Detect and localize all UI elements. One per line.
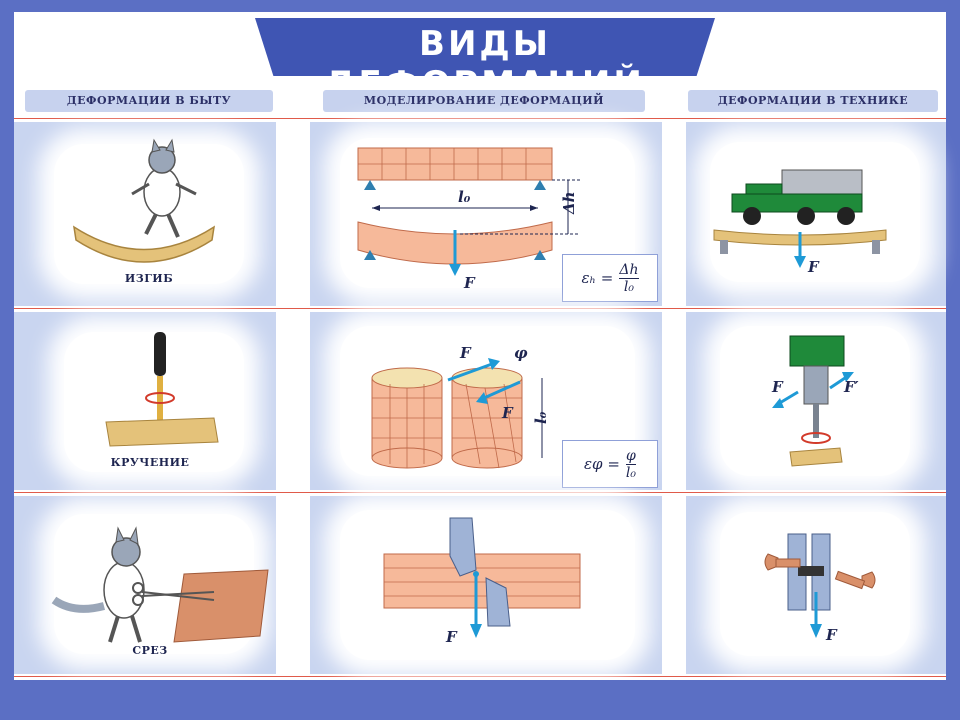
cardboard-sheet-icon <box>173 569 269 643</box>
force-label: F <box>463 274 476 292</box>
workpiece-icon <box>789 447 843 467</box>
rivet-icon <box>798 566 824 576</box>
title-band <box>255 18 715 76</box>
torsion-everyday-illustration <box>105 332 219 447</box>
formula-torsion-num: φ <box>626 447 636 464</box>
wooden-board-icon <box>105 417 219 447</box>
row-divider <box>14 308 946 309</box>
rotation-arrow-icon <box>145 392 175 404</box>
support-icon <box>364 250 376 260</box>
lower-blade-icon <box>485 577 511 627</box>
torsion-technology-illustration: F F′ <box>771 335 859 467</box>
cylinder-undeformed <box>371 367 443 469</box>
caption-shear: СРЕЗ <box>132 644 168 657</box>
force-arrow-icon <box>483 380 521 400</box>
force-label: F <box>459 344 472 362</box>
cell-bending-technology <box>686 122 946 306</box>
upper-blade-icon <box>449 517 477 577</box>
force-prime-label: F′ <box>843 378 859 396</box>
screwdriver-icon <box>154 332 166 426</box>
formula-bending-lhs: εₕ = <box>581 269 614 287</box>
bottom-band <box>0 680 960 720</box>
column-header-technology: ДЕФОРМАЦИИ В ТЕХНИКЕ <box>688 90 938 112</box>
cell-bending-everyday <box>14 122 276 306</box>
sheared-beam <box>383 553 581 609</box>
shear-everyday-illustration <box>51 526 269 643</box>
support-icon <box>534 250 546 260</box>
rotation-arrow-icon <box>801 432 831 444</box>
shear-technology-illustration: F <box>764 533 876 644</box>
cell-torsion-everyday <box>14 312 276 490</box>
force-label: F <box>501 404 514 422</box>
force-label: F <box>807 258 820 276</box>
formula-bending-den: l₀ <box>623 278 634 295</box>
column-header-everyday: ДЕФОРМАЦИИ В БЫТУ <box>25 90 273 112</box>
wooden-plank-icon <box>73 225 215 263</box>
support-icon <box>534 180 546 190</box>
shear-model-diagram: F <box>383 517 581 646</box>
length-label: l₀ <box>532 411 550 424</box>
scissors-icon <box>132 582 215 606</box>
bending-model-diagram: l₀ Δh F <box>357 147 580 292</box>
drill-machine-icon <box>789 335 845 438</box>
row-divider <box>14 492 946 493</box>
force-label: F <box>825 626 838 644</box>
formula-torsion-den: l₀ <box>625 464 636 481</box>
caption-torsion: КРУЧЕНИЕ <box>110 456 190 469</box>
support-icon <box>364 180 376 190</box>
rivet-icon <box>834 570 876 590</box>
bending-technology-illustration: F <box>713 169 887 276</box>
row-divider <box>14 118 946 119</box>
formula-bending-num: Δh <box>619 261 639 278</box>
angle-label: φ <box>514 344 528 362</box>
row-divider <box>14 676 946 677</box>
wolf-cub-icon <box>131 138 197 238</box>
torsion-model-diagram: F F φ l₀ <box>371 344 550 469</box>
force-arrow-icon <box>447 362 493 382</box>
caption-bending: ИЗГИБ <box>124 272 174 285</box>
truck-icon <box>731 169 863 225</box>
column-header-modeling: МОДЕЛИРОВАНИЕ ДЕФОРМАЦИЙ <box>323 90 645 112</box>
rivet-icon <box>764 553 801 571</box>
force-label: F <box>771 378 784 396</box>
bending-everyday-illustration <box>73 138 215 263</box>
force-label: F <box>445 628 458 646</box>
length-label: l₀ <box>458 188 471 206</box>
wolf-cub-icon <box>51 526 145 643</box>
formula-torsion-lhs: εφ = <box>584 455 620 473</box>
delta-label: Δh <box>560 191 578 215</box>
